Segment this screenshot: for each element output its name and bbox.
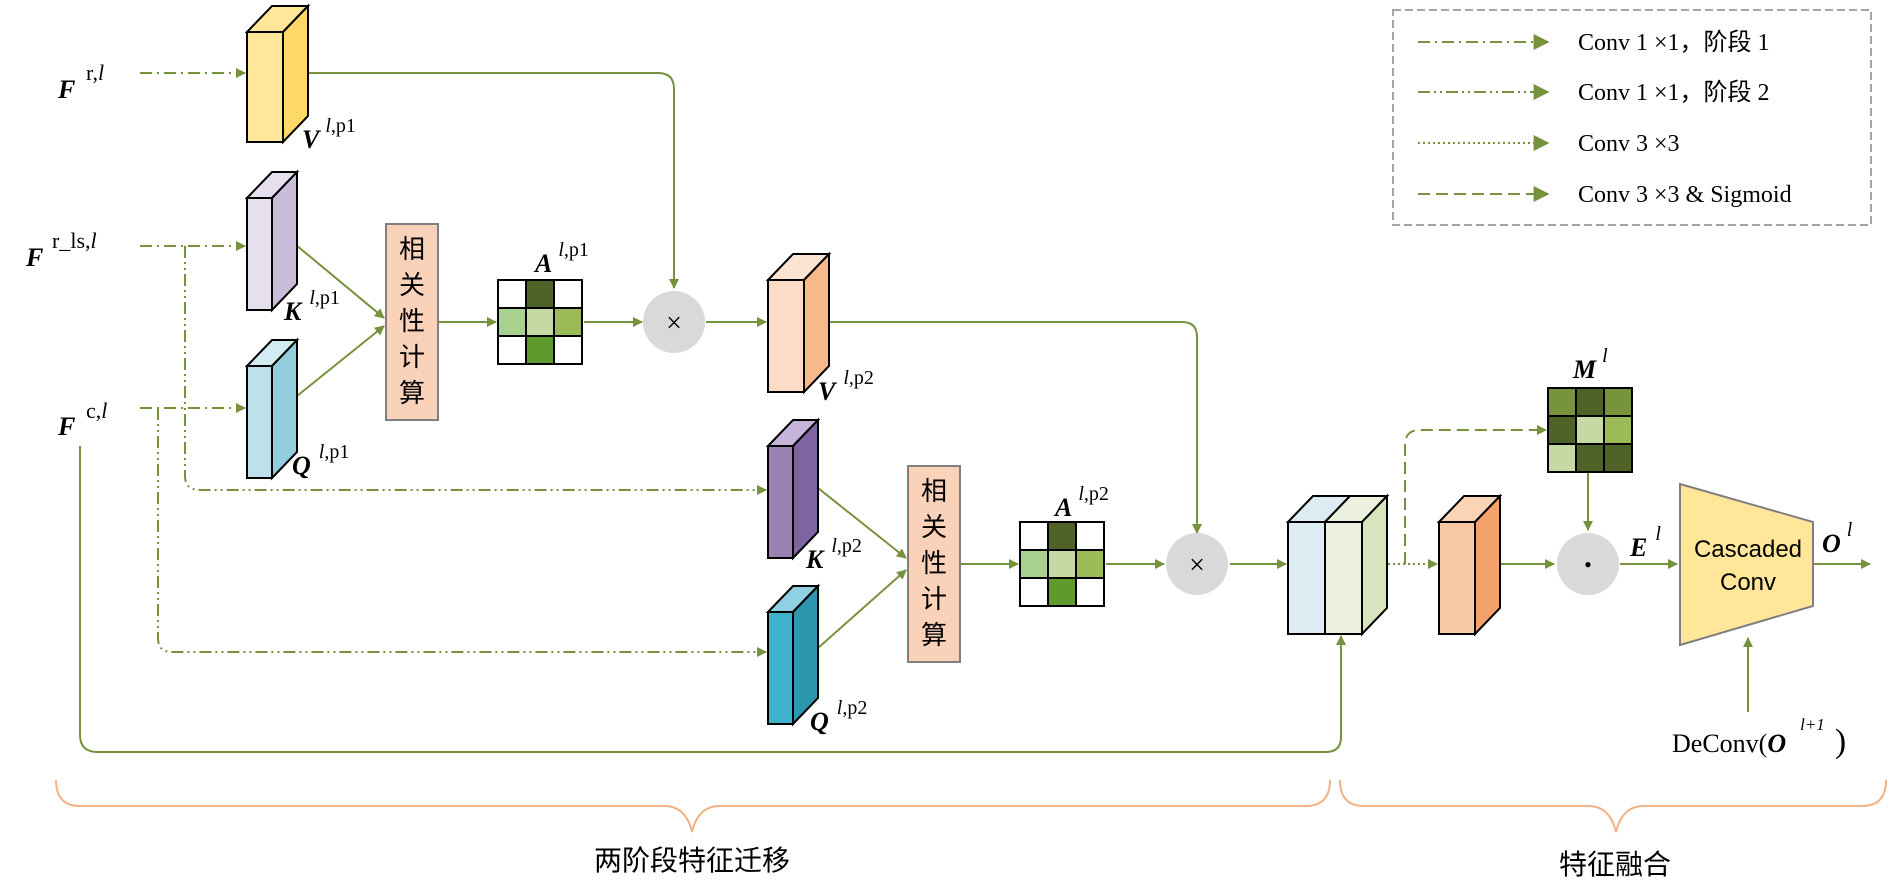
- multiply-op-2: ×: [1166, 533, 1228, 595]
- corr2-char-2: 性: [921, 549, 947, 579]
- attention-grid-a2: [1019, 521, 1105, 607]
- legend-label-0: Conv 1 ×1，阶段 1: [1578, 29, 1770, 56]
- frls-sup: r_ls,l: [52, 228, 97, 253]
- arrow-k1-corr1: [289, 239, 385, 319]
- frls-main: F: [25, 243, 43, 272]
- cascaded-line1: Cascaded: [1694, 536, 1802, 563]
- multiply-symbol-2: ×: [1189, 550, 1205, 581]
- fc-main: F: [57, 412, 75, 441]
- arrow-q1-corr1: [291, 325, 385, 401]
- tensor-k2-block: [765, 417, 821, 561]
- cascaded-conv-block: Cascaded Conv: [1679, 482, 1814, 647]
- tensor-q1-block: [244, 337, 300, 481]
- arrow-k2-corr2: [817, 487, 907, 559]
- multiply-symbol-1: ×: [666, 308, 682, 339]
- corr1-char-3: 计: [399, 343, 425, 373]
- tensor-v2-block: [765, 251, 832, 395]
- corr1-char-4: 算: [399, 379, 425, 409]
- section-label-fusion: 特征融合: [1559, 848, 1671, 881]
- multiply-op-1: ×: [643, 291, 705, 353]
- arrow-fc-skip: [79, 446, 1346, 753]
- corr2-char-4: 算: [921, 621, 947, 651]
- section-label-transfer: 两阶段特征迁移: [594, 844, 790, 877]
- arrow-frls-k2: [184, 246, 767, 495]
- corr1-char-1: 关: [399, 271, 425, 301]
- corr2-char-3: 计: [921, 585, 947, 615]
- corr2-char-0: 相: [921, 477, 947, 507]
- fr-main: F: [57, 75, 75, 104]
- dot-symbol: •: [1584, 552, 1592, 577]
- legend-label-1: Conv 1 ×1，阶段 2: [1578, 79, 1770, 106]
- tensor-v1-block: [244, 3, 311, 145]
- legend-label-3: Conv 3 ×3 & Sigmoid: [1578, 182, 1792, 208]
- legend-frame: [1392, 9, 1872, 226]
- brace-fusion: [1339, 779, 1887, 833]
- fc-sup: c,l: [86, 398, 107, 423]
- arrow-v2-mult2: [826, 321, 1202, 534]
- arrow-q2-corr2: [817, 569, 907, 649]
- cascaded-line2: Conv: [1720, 569, 1776, 596]
- deconv-label: DeConv(Ol+1): [1672, 715, 1846, 760]
- correlation-box-1: 相 关 性 计 算: [385, 223, 439, 421]
- legend: Conv 1 ×1，阶段 1 Conv 1 ×1，阶段 2 Conv 3 ×3 …: [1392, 9, 1872, 226]
- mask-grid-m: [1547, 387, 1633, 473]
- legend-label-2: Conv 3 ×3: [1578, 131, 1680, 157]
- arrow-fc-q2: [157, 408, 767, 657]
- arrow-v1-mult1: [298, 72, 679, 289]
- correlation-box-2: 相 关 性 计 算: [907, 465, 961, 663]
- dot-op: •: [1557, 533, 1619, 595]
- tensor-q2-block: [765, 583, 821, 727]
- corr1-char-2: 性: [399, 307, 425, 337]
- corr1-char-0: 相: [399, 235, 425, 265]
- fused-block: [1436, 493, 1503, 637]
- input-label-fc: F c,l: [57, 398, 107, 441]
- corr2-char-1: 关: [921, 513, 947, 543]
- fr-sup: r,l: [86, 60, 104, 85]
- arrow-concat-m: [1404, 425, 1547, 564]
- connections: [79, 68, 1871, 753]
- tensor-k1-block: [244, 169, 300, 313]
- section-braces: [55, 779, 1887, 833]
- attention-grid-a1: [497, 279, 583, 365]
- input-label-frls: F r_ls,l: [25, 228, 97, 272]
- concat-block: [1285, 493, 1390, 637]
- input-label-fr: F r,l: [57, 60, 104, 104]
- brace-transfer: [55, 779, 1331, 833]
